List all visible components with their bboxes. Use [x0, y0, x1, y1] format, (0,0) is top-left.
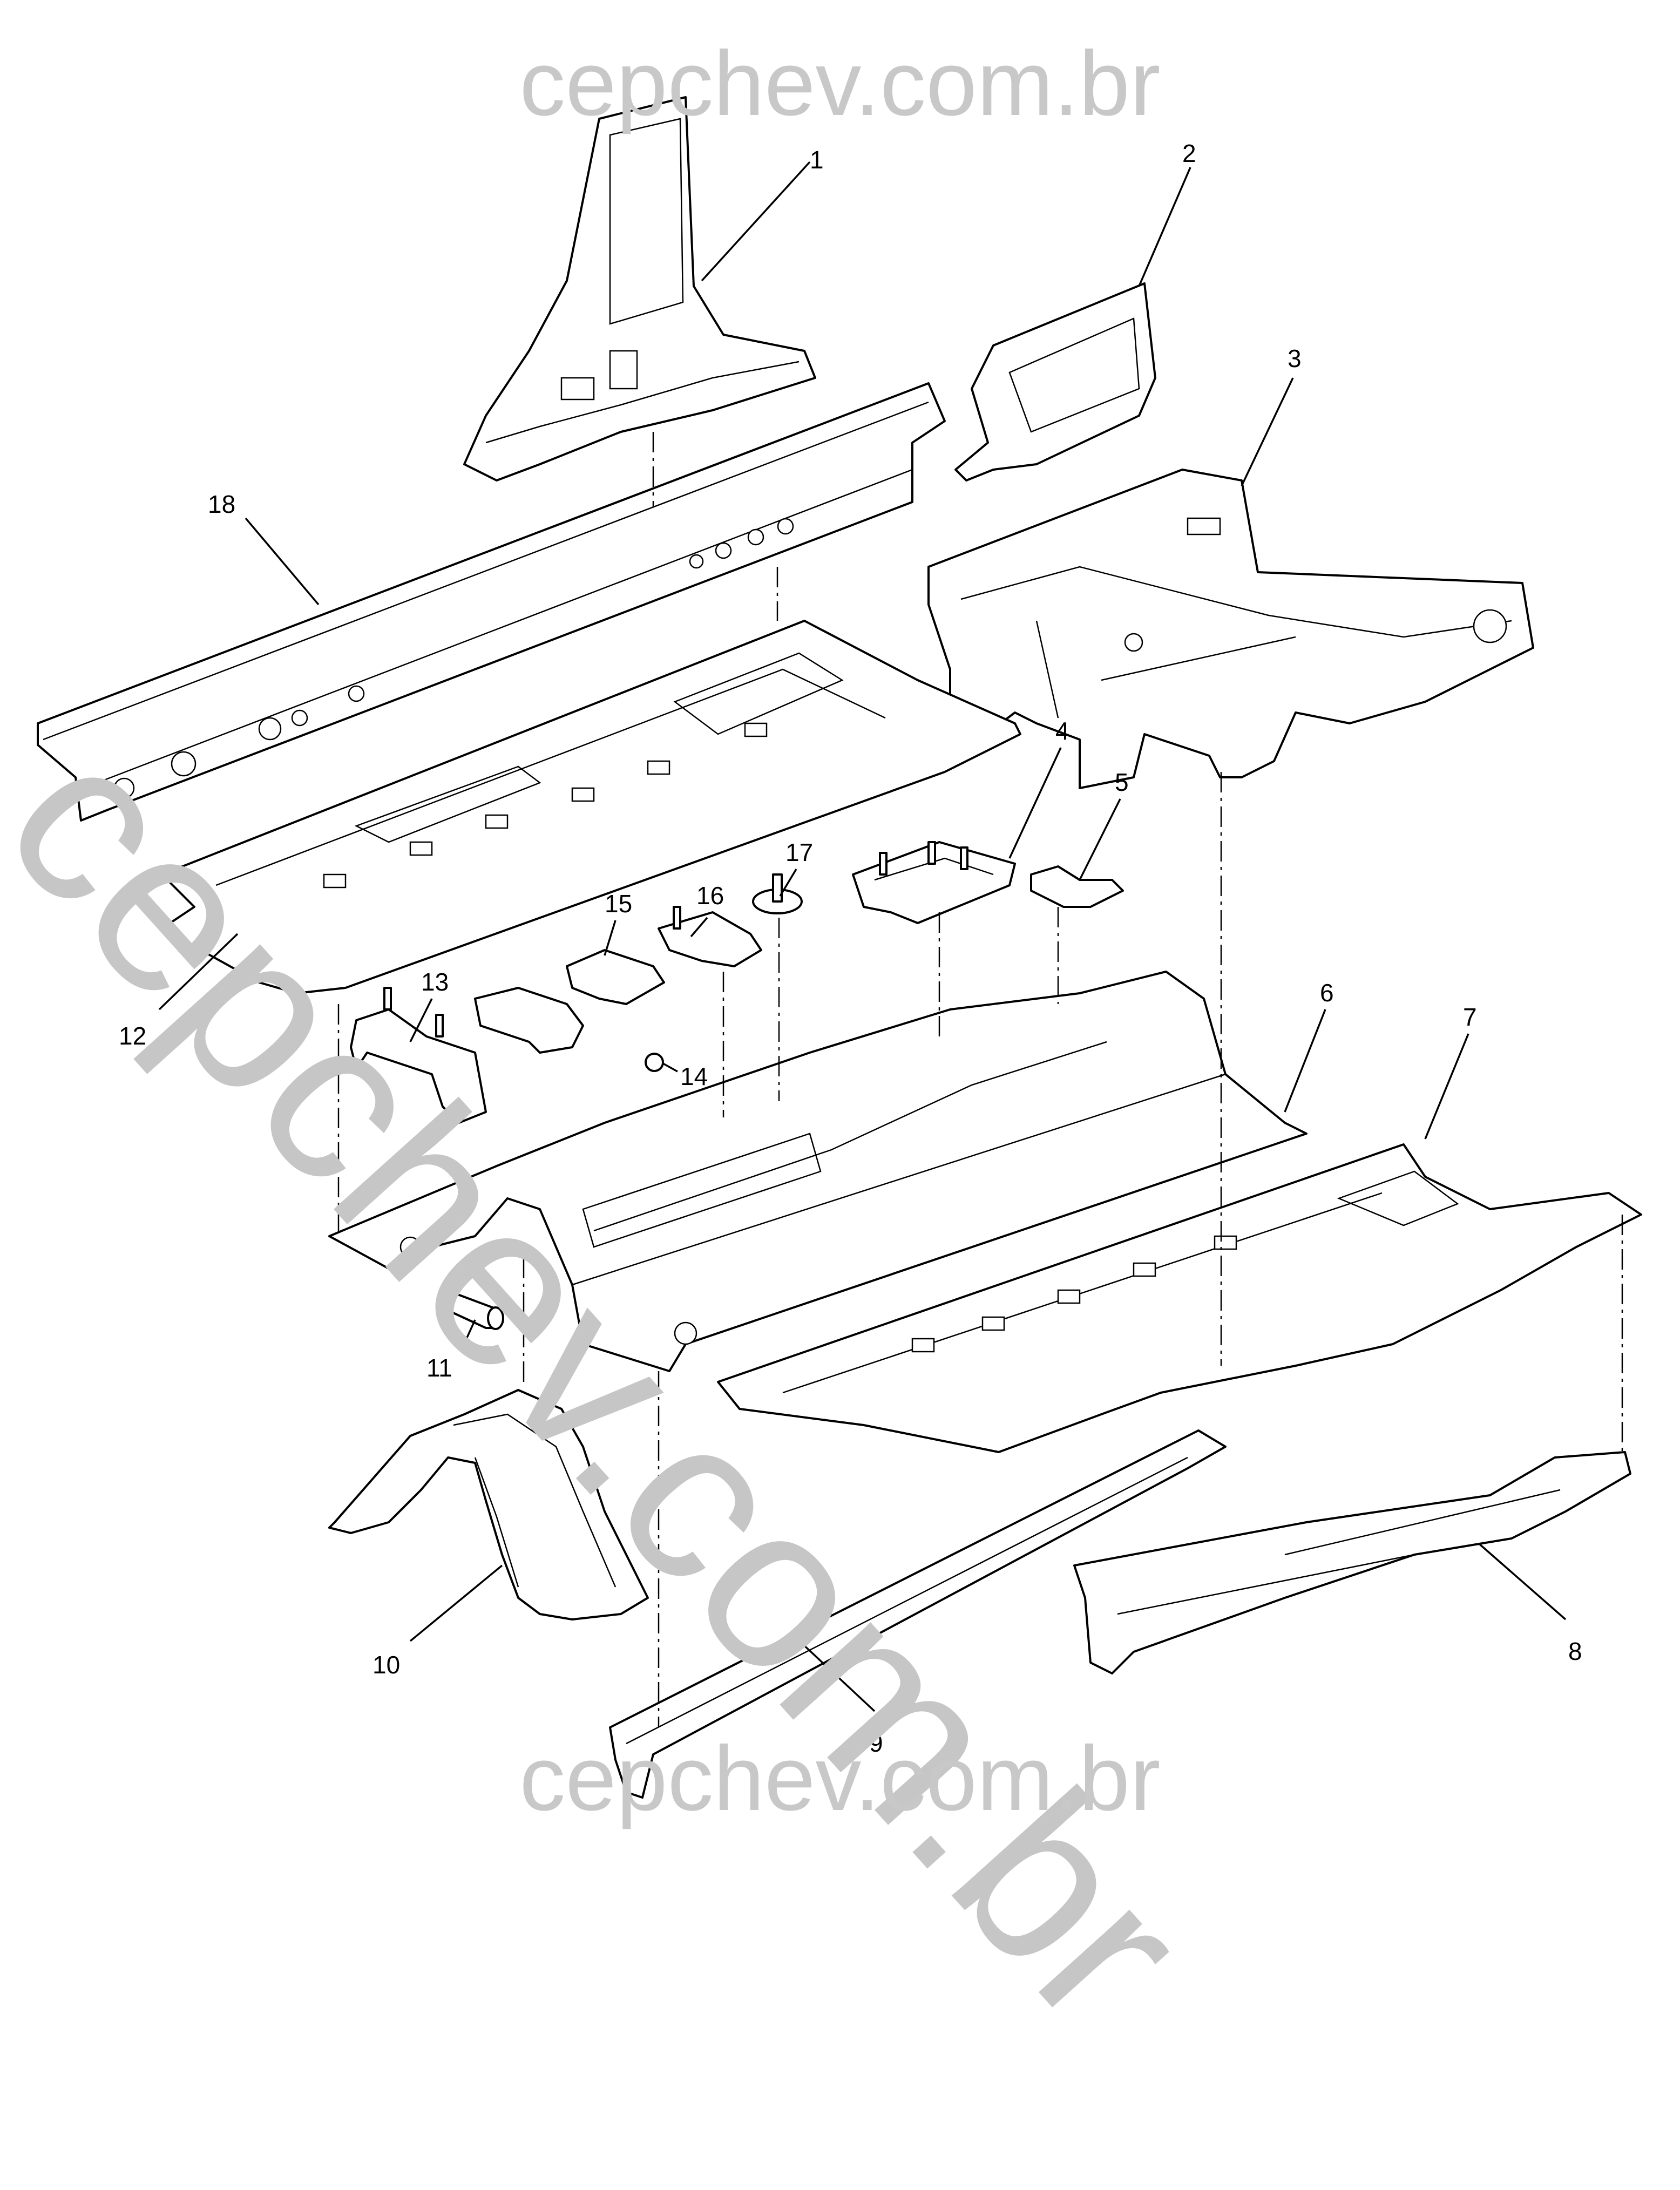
callout-15: 15: [605, 890, 632, 918]
part-12-front-floor-pan: [161, 620, 1021, 994]
callout-5: 5: [1115, 768, 1129, 796]
watermark-bottom: cepchev.com.br: [519, 1727, 1161, 1830]
part-5-small-bracket: [1030, 865, 1124, 908]
callout-14: 14: [680, 1062, 708, 1090]
part-8-rear-rail: [1073, 1451, 1631, 1674]
part-16-bracket: [658, 906, 762, 967]
part-15-bracket: [566, 949, 665, 1005]
callout-10: 10: [372, 1651, 400, 1679]
callout-9: 9: [869, 1729, 883, 1757]
part-11-bolt: [450, 1292, 504, 1330]
callout-6: 6: [1320, 979, 1334, 1007]
part-bracket-middle: [474, 987, 584, 1054]
callout-7: 7: [1463, 1003, 1477, 1031]
watermark-top: cepchev.com.br: [519, 32, 1161, 135]
callout-11: 11: [426, 1354, 452, 1382]
part-10-wheelhouse: [328, 1389, 649, 1621]
part-18-rocker-inner: [37, 382, 946, 822]
exploded-parts-diagram: 1 2 3 4 5 6 7 8 9 10 11 12 13 14 15 16 1…: [37, 96, 1642, 1799]
part-1-pillar: [463, 96, 816, 482]
alignment-lines: [337, 432, 1623, 1727]
callout-12: 12: [119, 1022, 146, 1050]
leader-lines: [158, 161, 1567, 1712]
callout-4: 4: [1055, 717, 1069, 745]
part-3-crossmember: [927, 469, 1534, 789]
part-4-bracket: [852, 841, 1016, 924]
callout-17: 17: [785, 838, 813, 866]
part-7-rear-floor-pan: [717, 1143, 1642, 1453]
part-2-panel: [954, 282, 1156, 482]
callout-3: 3: [1288, 344, 1302, 372]
callout-13: 13: [421, 968, 449, 996]
callout-1: 1: [810, 146, 824, 174]
part-14-nut: [645, 1053, 664, 1072]
part-9-rocker-outer: [609, 1429, 1227, 1799]
part-13-bracket-assembly: [350, 987, 487, 1124]
callout-labels: 1 2 3 4 5 6 7 8 9 10 11 12 13 14 15 16 1…: [119, 139, 1582, 1757]
callout-18: 18: [208, 490, 235, 518]
part-17-stud: [752, 873, 803, 914]
part-6-center-floor: [328, 971, 1308, 1372]
callout-2: 2: [1182, 139, 1196, 167]
callout-8: 8: [1568, 1637, 1582, 1665]
callout-16: 16: [696, 882, 724, 910]
